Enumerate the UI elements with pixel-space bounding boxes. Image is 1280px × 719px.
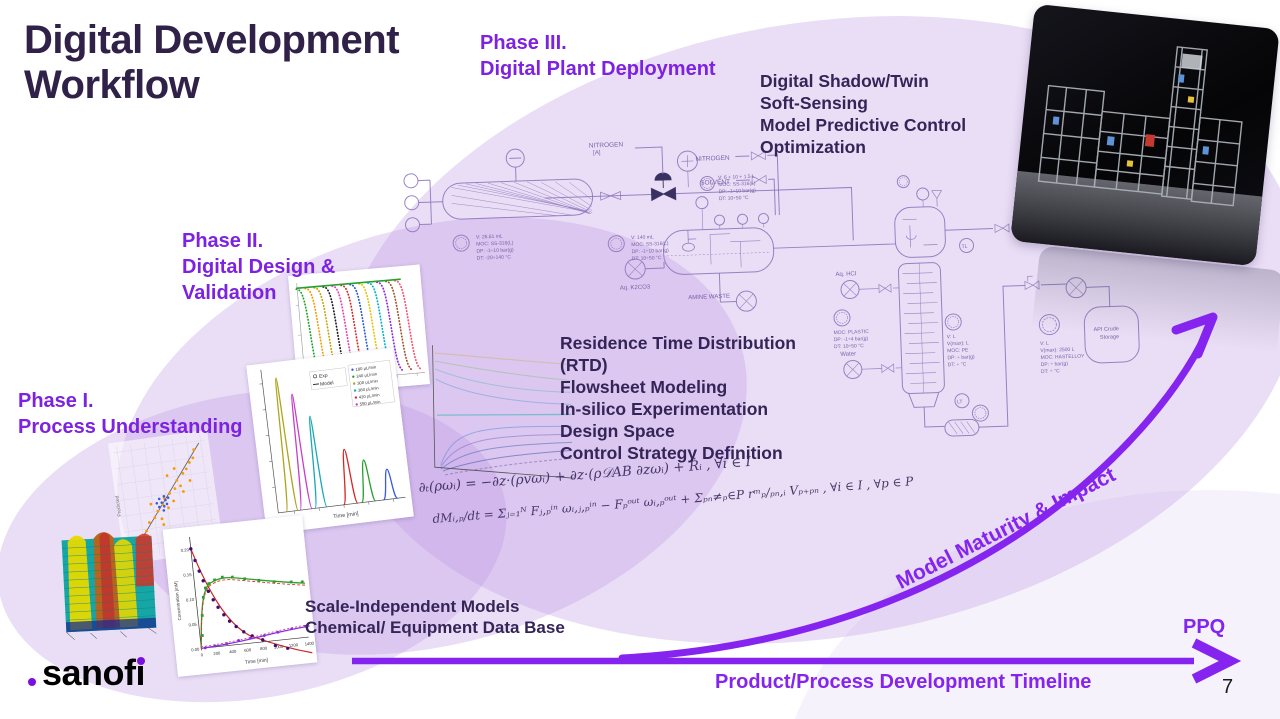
svg-text:MOC: PE: MOC: PE [947,347,969,354]
phase1-bullets: Scale-Independent Models Chemical/ Equip… [305,597,565,638]
kinetics-xlabel: Time [min] [245,657,269,665]
svg-text:LT: LT [957,399,963,405]
phase1-label: Phase I. Process Understanding [18,390,243,438]
svg-text:MOC: SS-316(L): MOC: SS-316(L) [631,241,669,248]
svg-text:MOC: PLASTIC: MOC: PLASTIC [833,329,869,336]
svg-text:240 μL/min: 240 μL/min [356,371,378,379]
kinetics-chart: 0.20 0.15 0.10 0.05 0.00 0 200 400 600 8… [162,515,318,677]
pid-label-nitrogen-feed: NITROGEN [695,155,730,163]
title-line-1: Digital Development [24,18,400,62]
svg-text:0.00: 0.00 [191,646,200,652]
svg-text:0.15: 0.15 [183,572,192,578]
parity-ylabel: Predicted [114,495,123,517]
chromatogram-legend: Exp Model 180 μL/min 240 μL/min 300 μL/m… [309,359,395,408]
svg-text:V: 140 mL: V: 140 mL [631,234,654,241]
svg-text:0.10: 0.10 [186,597,195,603]
svg-text:V: 26.61 mL: V: 26.61 mL [476,234,503,241]
svg-text:DT: 10÷50 °C: DT: 10÷50 °C [834,343,864,350]
svg-text:0: 0 [201,652,205,657]
svg-text:800: 800 [260,645,268,651]
svg-text:1000: 1000 [274,644,284,650]
svg-text:550 μL/min: 550 μL/min [359,399,381,407]
svg-text:DT: 10÷50 °C: DT: 10÷50 °C [719,195,749,202]
svg-text:Exp: Exp [319,373,329,380]
sanofi-i-dot [137,657,145,665]
svg-text:1200: 1200 [289,642,299,648]
svg-text:MOC: SS-316(L): MOC: SS-316(L) [718,181,756,188]
svg-text:DP: -1÷10 bar(g): DP: -1÷10 bar(g) [631,248,669,255]
kinetics-ylabel: Concentration [mM] [173,581,182,621]
svg-text:V(max): L: V(max): L [947,340,969,347]
svg-text:DT: ÷ °C: DT: ÷ °C [948,362,967,369]
svg-text:DP: -1÷10 bar(g): DP: -1÷10 bar(g) [476,247,514,254]
svg-text:V: 6 + 10 + 1.5 L: V: 6 + 10 + 1.5 L [718,174,755,181]
title-line-2: Workflow [24,63,200,108]
svg-text:V: L: V: L [947,334,956,340]
sanofi-accent-dot [28,678,36,686]
svg-text:DP: ÷ bar(g): DP: ÷ bar(g) [1041,361,1069,368]
rtd-curves-chart [432,345,576,479]
svg-text:MOC: SS-316(L): MOC: SS-316(L) [476,240,514,247]
timeline-axis-label: Product/Process Development Timeline [715,671,1092,693]
svg-text:360 μL/min: 360 μL/min [358,385,380,393]
svg-text:400: 400 [229,649,237,655]
svg-text:200: 200 [213,650,221,656]
svg-text:DT: -20÷140 °C: DT: -20÷140 °C [477,254,512,261]
phase3-bullets: Digital Shadow/Twin Soft-Sensing Model P… [760,71,967,158]
ppq-milestone-label: PPQ [1183,616,1226,638]
svg-text:600: 600 [244,647,252,653]
page-title: Digital Development Workflow [24,18,400,108]
svg-text:DP: -1÷4 bar(g): DP: -1÷4 bar(g) [834,336,869,343]
phase3-label: Phase III. Digital Plant Deployment [480,32,716,80]
page-number: 7 [1222,676,1234,698]
svg-text:420 μL/min: 420 μL/min [359,392,381,400]
chromatogram-chart: Exp Model 180 μL/min 240 μL/min 300 μL/m… [246,347,414,535]
svg-text:DP: -1÷10 bar(g): DP: -1÷10 bar(g) [718,188,756,195]
column-top-drum [894,206,946,258]
svg-text:Model: Model [320,380,334,388]
pid-label-aq-hcl: Aq. HCl [835,271,856,278]
svg-text:DT: ÷ °C: DT: ÷ °C [1041,368,1060,375]
pid-label-k2co3: Aq. K2CO3 [620,285,651,292]
pilot-plant-photo [1010,3,1280,267]
pid-label-water: Water [840,351,856,358]
svg-text:[A]: [A] [593,150,601,156]
surface-3d-plot [61,532,157,641]
svg-text:300 μL/min: 300 μL/min [357,378,379,386]
pid-label-solvent: SOLVENT [700,179,730,187]
pid-label-amine-waste: AMINE WASTE [688,294,730,301]
phase2-bullets: Residence Time Distribution (RTD) Flowsh… [560,333,796,464]
svg-text:180 μL/min: 180 μL/min [355,364,377,372]
chromatogram-xlabel: Time [min] [333,511,359,520]
svg-text:0.20: 0.20 [180,547,189,553]
svg-text:DT: 10÷50 °C: DT: 10÷50 °C [632,255,662,262]
svg-text:TL: TL [962,244,968,250]
sanofi-logo-text: sanofi [42,652,146,693]
sanofi-logo: sanofi [28,652,146,694]
svg-text:DP: ÷ bar(g): DP: ÷ bar(g) [947,354,975,361]
svg-text:0.05: 0.05 [188,622,197,628]
svg-text:1400: 1400 [304,640,314,646]
pid-label-nitrogen-top: NITROGEN [589,141,624,149]
phase2-label: Phase II. Digital Design & Validation [182,230,336,304]
